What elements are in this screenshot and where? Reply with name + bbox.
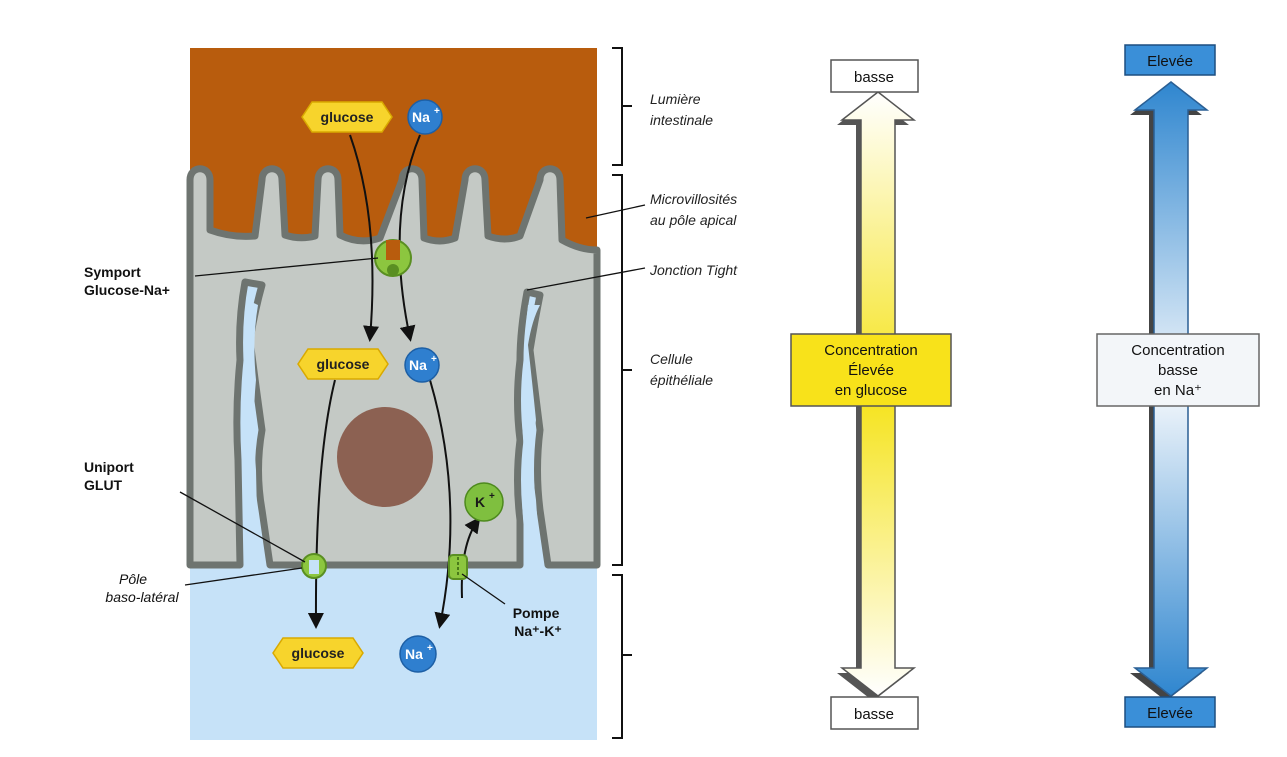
glucose-bottom-box (830, 696, 919, 730)
plus-label: + (427, 643, 433, 654)
pump-label: Pompe Na⁺-K⁺ (513, 605, 564, 639)
basolateral-label: Pôle baso-latéral (105, 571, 179, 605)
sodium-ion-lumen: Na + (407, 99, 443, 135)
glucose-label: glucose (292, 645, 345, 661)
plus-label: + (489, 491, 495, 502)
tight-junction-label: Jonction Tight (649, 262, 738, 278)
symport-leader (194, 257, 379, 277)
potassium-ion: K + (464, 482, 504, 522)
sodium-top-box (1124, 44, 1216, 76)
bracket-basal (612, 574, 632, 739)
plus-label: + (431, 354, 437, 365)
plus-label: + (434, 106, 440, 117)
bracket-lumen (612, 47, 632, 166)
sodium-entry-arrow (398, 134, 421, 342)
sodium-bottom-label: Elevée (1147, 705, 1193, 722)
microvilli-leader (585, 204, 646, 219)
sodium-label: Na (409, 357, 427, 373)
sodium-middle-box (1096, 333, 1260, 407)
lateral-space-right (522, 305, 540, 560)
glucose-bottom-label: basse (854, 706, 894, 723)
glucose-label: glucose (317, 356, 370, 372)
glucose-molecule-cell: glucose (297, 348, 389, 380)
nucleus (337, 407, 433, 507)
uniport-label: Uniport GLUT (84, 459, 138, 493)
na-k-pump (448, 554, 468, 580)
glucose-molecule-blood: glucose (272, 637, 364, 669)
bracket-cell (612, 174, 632, 566)
sodium-label: Na (412, 109, 430, 125)
sodium-ion-blood: Na + (399, 635, 437, 673)
glucose-molecule-lumen: glucose (301, 101, 393, 133)
basolateral-leader (184, 567, 303, 586)
lateral-space-left (242, 300, 258, 560)
potassium-entry-arrow (460, 516, 481, 599)
tight-junction-leader (526, 267, 646, 291)
glucose-top-label: basse (854, 69, 894, 86)
symport-label: Symport Glucose-Na+ (84, 264, 170, 298)
sodium-exit-arrow (429, 379, 452, 629)
sodium-bottom-box (1124, 696, 1216, 728)
cell-diagram (179, 47, 646, 740)
glucose-top-box (830, 59, 919, 93)
glucose-entry-arrow (349, 134, 379, 342)
sodium-ion-cell: Na + (404, 347, 440, 383)
sodium-label: Na (405, 646, 423, 662)
epithelial-cells (186, 165, 601, 569)
glut-uniport (301, 553, 327, 579)
glucose-exit-arrow (307, 379, 336, 629)
potassium-label: K (475, 494, 485, 510)
glucose-label: glucose (321, 109, 374, 125)
glucose-middle-box (790, 333, 952, 407)
uniport-leader (179, 491, 306, 563)
pump-leader (461, 573, 506, 605)
symport-transporter (374, 239, 412, 277)
sodium-top-label: Elevée (1147, 53, 1193, 70)
